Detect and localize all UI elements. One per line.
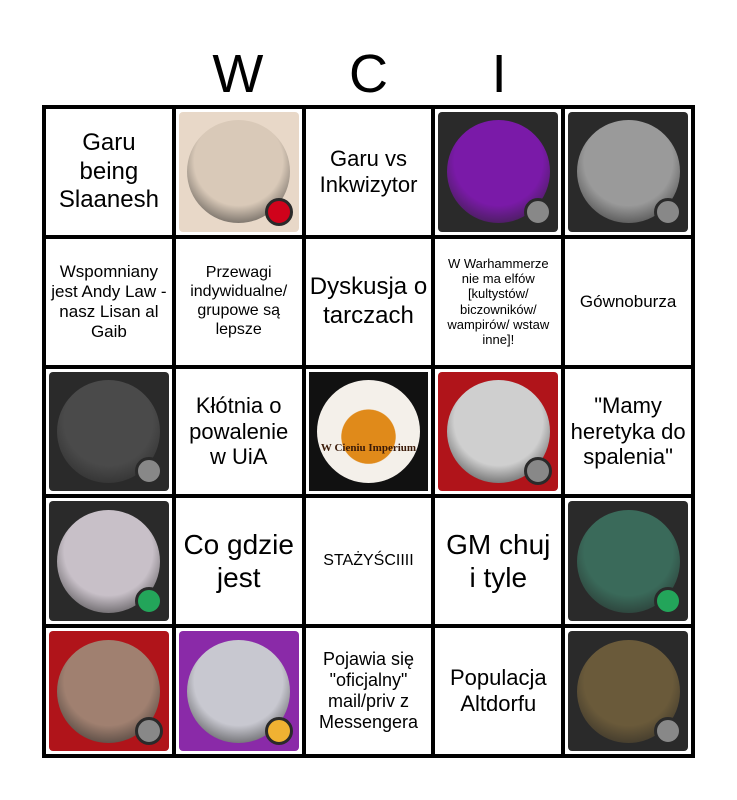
bingo-cell-avatar[interactable] bbox=[46, 368, 172, 495]
cell-label: STAŻYŚCIIII bbox=[323, 551, 414, 569]
bingo-cell-text[interactable]: Dyskusja o tarczach bbox=[305, 238, 432, 365]
avatar bbox=[49, 371, 169, 492]
bingo-cell-avatar[interactable] bbox=[565, 109, 691, 235]
avatar bbox=[568, 631, 688, 751]
bingo-cell-text[interactable]: Garu being Slaanesh bbox=[46, 109, 172, 235]
bingo-cell-avatar[interactable] bbox=[565, 628, 691, 754]
cell-label: Dyskusja o tarczach bbox=[309, 273, 428, 329]
cell-label: Przewagi indywidualne/ grupowe są lepsze bbox=[190, 263, 288, 338]
bingo-cell-text[interactable]: Wspomniany jest Andy Law - nasz Lisan al… bbox=[46, 238, 172, 365]
status-badge-icon bbox=[134, 717, 163, 745]
bingo-cell-text[interactable]: W Warhammerze nie ma elfów [kultystów/ b… bbox=[435, 238, 562, 365]
logo-image: W Cieniu Imperium bbox=[308, 371, 429, 492]
avatar bbox=[178, 631, 299, 751]
bingo-cell-text[interactable]: "Mamy heretyka do spalenia" bbox=[565, 368, 691, 495]
status-badge-icon bbox=[654, 717, 682, 745]
bingo-cell-text[interactable]: Co gdzie jest bbox=[175, 498, 302, 625]
bingo-cell-avatar[interactable] bbox=[175, 109, 302, 235]
bingo-cell-text[interactable]: Populacja Altdorfu bbox=[435, 628, 562, 754]
cell-label: Garu vs Inkwizytor bbox=[319, 145, 418, 197]
bingo-cell-avatar[interactable] bbox=[435, 109, 562, 235]
cell-label: Co gdzie jest bbox=[183, 529, 294, 594]
bingo-cell-text[interactable]: Garu vs Inkwizytor bbox=[305, 109, 432, 235]
bingo-cell-avatar[interactable] bbox=[565, 498, 691, 625]
free-space-logo[interactable]: W Cieniu Imperium bbox=[305, 368, 432, 495]
header-letter: W bbox=[212, 44, 264, 104]
avatar bbox=[49, 501, 169, 622]
status-badge-icon bbox=[134, 457, 163, 486]
bingo-cell-text[interactable]: STAŻYŚCIIII bbox=[305, 498, 432, 625]
avatar bbox=[438, 112, 559, 232]
status-badge-icon bbox=[654, 197, 682, 226]
avatar bbox=[438, 371, 559, 492]
logo-text: W Cieniu Imperium bbox=[320, 442, 417, 455]
cell-label: Wspomniany jest Andy Law - nasz Lisan al… bbox=[51, 261, 167, 341]
status-badge-icon bbox=[264, 717, 293, 745]
header-letter: I bbox=[491, 44, 507, 104]
header-letter: C bbox=[348, 44, 388, 104]
cell-label: Populacja Altdorfu bbox=[449, 665, 547, 717]
bingo-cell-avatar[interactable] bbox=[435, 368, 562, 495]
header-letter bbox=[42, 42, 173, 106]
status-badge-icon bbox=[134, 587, 163, 616]
avatar bbox=[568, 501, 688, 622]
bingo-cell-text[interactable]: Przewagi indywidualne/ grupowe są lepsze bbox=[175, 238, 302, 365]
bingo-cell-text[interactable]: Pojawia się "oficjalny" mail/priv z Mess… bbox=[305, 628, 432, 754]
avatar bbox=[49, 631, 169, 751]
status-badge-icon bbox=[524, 457, 553, 486]
status-badge-icon bbox=[524, 197, 553, 226]
bingo-cell-avatar[interactable] bbox=[46, 498, 172, 625]
cell-label: GM chuj i tyle bbox=[446, 529, 551, 594]
header-letter bbox=[564, 42, 695, 106]
cell-label: "Mamy heretyka do spalenia" bbox=[570, 392, 686, 470]
cell-label: W Warhammerze nie ma elfów [kultystów/ b… bbox=[447, 255, 550, 348]
bingo-cell-text[interactable]: Gównoburza bbox=[565, 238, 691, 365]
cell-label: Garu being Slaanesh bbox=[58, 129, 159, 214]
bingo-cell-text[interactable]: GM chuj i tyle bbox=[435, 498, 562, 625]
avatar bbox=[568, 112, 688, 232]
avatar bbox=[178, 112, 299, 232]
cell-label: Gównoburza bbox=[579, 291, 677, 311]
status-badge-icon bbox=[654, 587, 682, 616]
bingo-cell-avatar[interactable] bbox=[46, 628, 172, 754]
bingo-cell-text[interactable]: Kłótnia o powalenie w UiA bbox=[175, 368, 302, 495]
status-badge-icon bbox=[264, 197, 293, 226]
bingo-cell-avatar[interactable] bbox=[175, 628, 302, 754]
cell-label: Kłótnia o powalenie w UiA bbox=[189, 392, 289, 470]
cell-label: Pojawia się "oficjalny" mail/priv z Mess… bbox=[318, 648, 419, 733]
